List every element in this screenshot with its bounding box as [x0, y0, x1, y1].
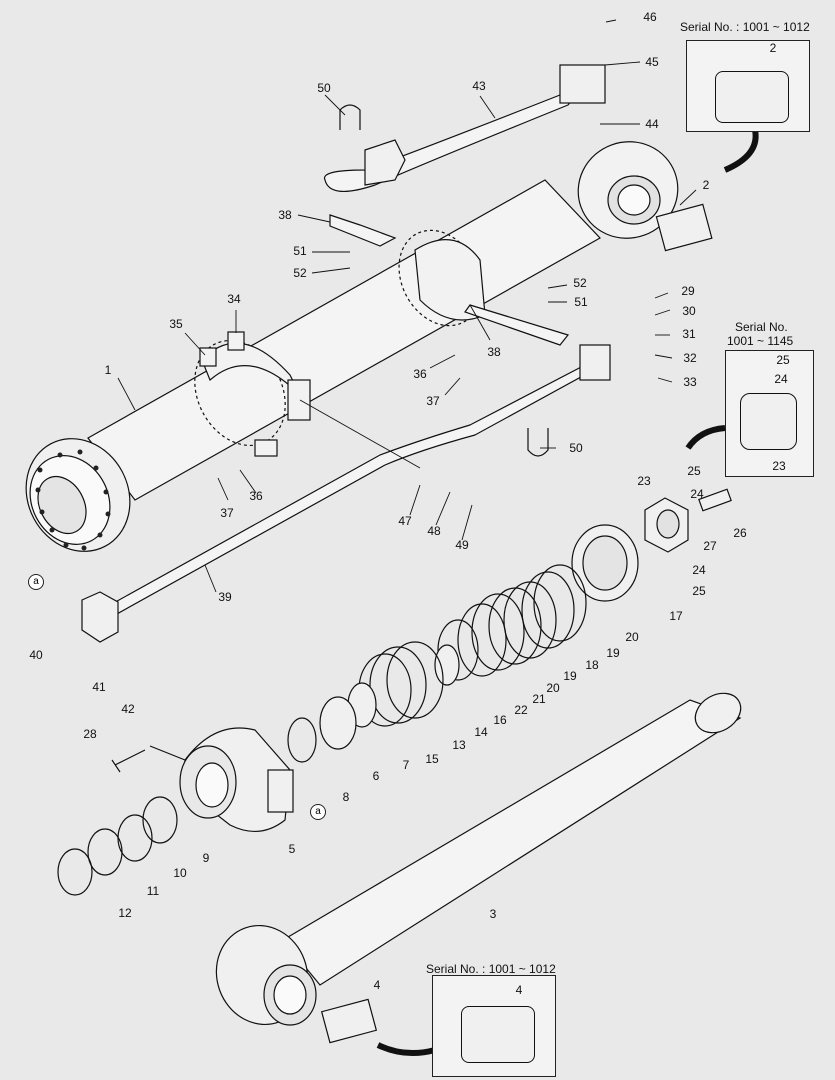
u-bolt-lower	[527, 428, 549, 457]
part-label-36: 36	[413, 367, 427, 381]
marker-a-right: a	[310, 804, 326, 820]
part-label-7: 7	[402, 758, 410, 772]
part-label-35: 35	[169, 317, 183, 331]
part-label-37: 37	[426, 394, 440, 408]
part-label-15: 15	[425, 752, 439, 766]
part-label-31: 31	[682, 327, 696, 341]
part-label-24: 24	[774, 372, 788, 386]
part-label-20: 20	[546, 681, 560, 695]
part-label-11: 11	[146, 884, 160, 898]
part-label-4: 4	[515, 983, 523, 997]
part-label-17: 17	[669, 609, 683, 623]
part-label-28: 28	[83, 727, 97, 741]
leader-lines	[117, 19, 697, 593]
inset-serial-bottom	[432, 975, 556, 1077]
upper-pipe	[323, 64, 606, 192]
part-label-38: 38	[487, 345, 501, 359]
inset-serial-middle-title-2: 1001 ~ 1145	[727, 334, 794, 348]
part-label-30: 30	[682, 304, 696, 318]
inset-serial-bottom-title: Serial No. : 1001 ~ 1012	[426, 962, 556, 976]
cylinder-head	[179, 727, 294, 832]
piston-nut	[644, 488, 732, 553]
part-label-25: 25	[692, 584, 706, 598]
inset-serial-top-title: Serial No. : 1001 ~ 1012	[680, 20, 810, 34]
part-label-10: 10	[173, 866, 187, 880]
part-label-19: 19	[606, 646, 620, 660]
part-label-25: 25	[776, 353, 790, 367]
part-label-23: 23	[772, 459, 786, 473]
lower-pipe	[81, 344, 611, 643]
part-label-3: 3	[489, 907, 497, 921]
bushing-eye	[655, 203, 713, 252]
clamp-band-lower	[199, 331, 311, 457]
inset-bushing-pair-top	[715, 71, 789, 123]
part-label-6: 6	[372, 769, 380, 783]
part-label-25: 25	[687, 464, 701, 478]
part-label-2: 2	[769, 41, 777, 55]
part-label-37: 37	[220, 506, 234, 520]
inset-nut	[740, 393, 797, 450]
part-label-13: 13	[452, 738, 466, 752]
clamp-band-upper	[329, 214, 570, 346]
part-label-38: 38	[278, 208, 292, 222]
inset-serial-middle-title-1: Serial No.	[735, 320, 788, 334]
inset-arrow-top	[723, 129, 759, 173]
part-label-27: 27	[703, 539, 717, 553]
seal-stack	[287, 524, 639, 763]
part-label-52: 52	[293, 266, 307, 280]
part-label-51: 51	[574, 295, 588, 309]
part-label-36: 36	[249, 489, 263, 503]
part-label-26: 26	[733, 526, 747, 540]
part-label-16: 16	[493, 713, 507, 727]
part-label-41: 41	[92, 680, 106, 694]
inset-arrow-middle	[685, 425, 726, 450]
part-label-5: 5	[288, 842, 296, 856]
part-label-47: 47	[398, 514, 412, 528]
part-label-34: 34	[227, 292, 241, 306]
inset-serial-middle	[725, 350, 814, 477]
inset-bushing-pair-bottom	[461, 1006, 535, 1063]
piston-rod	[215, 692, 742, 1044]
part-label-29: 29	[681, 284, 695, 298]
part-label-39: 39	[218, 590, 232, 604]
part-label-24: 24	[690, 487, 704, 501]
part-label-22: 22	[514, 703, 528, 717]
part-label-43: 43	[472, 79, 486, 93]
u-bolt-upper	[339, 104, 361, 130]
part-label-45: 45	[645, 55, 659, 69]
head-seals	[57, 796, 178, 896]
part-label-8: 8	[342, 790, 350, 804]
part-label-18: 18	[585, 658, 599, 672]
part-label-33: 33	[683, 375, 697, 389]
part-label-20: 20	[625, 630, 639, 644]
part-label-32: 32	[683, 351, 697, 365]
part-label-9: 9	[202, 851, 210, 865]
part-label-42: 42	[121, 702, 135, 716]
part-label-2: 2	[702, 178, 710, 192]
part-label-50: 50	[569, 441, 583, 455]
part-label-24: 24	[692, 563, 706, 577]
part-label-19: 19	[563, 669, 577, 683]
inset-serial-top	[686, 40, 810, 132]
part-label-51: 51	[293, 244, 307, 258]
part-label-46: 46	[643, 10, 657, 24]
part-label-1: 1	[104, 363, 112, 377]
part-label-12: 12	[118, 906, 132, 920]
inset-arrow-bottom	[376, 1042, 436, 1057]
part-label-48: 48	[427, 524, 441, 538]
part-label-40: 40	[29, 648, 43, 662]
part-label-4: 4	[373, 978, 381, 992]
part-label-49: 49	[455, 538, 469, 552]
marker-a-left: a	[28, 574, 44, 590]
part-label-52: 52	[573, 276, 587, 290]
part-label-44: 44	[645, 117, 659, 131]
part-label-14: 14	[474, 725, 488, 739]
part-label-50: 50	[317, 81, 331, 95]
part-label-21: 21	[532, 692, 546, 706]
part-label-23: 23	[637, 474, 651, 488]
head-bolt	[111, 745, 186, 773]
